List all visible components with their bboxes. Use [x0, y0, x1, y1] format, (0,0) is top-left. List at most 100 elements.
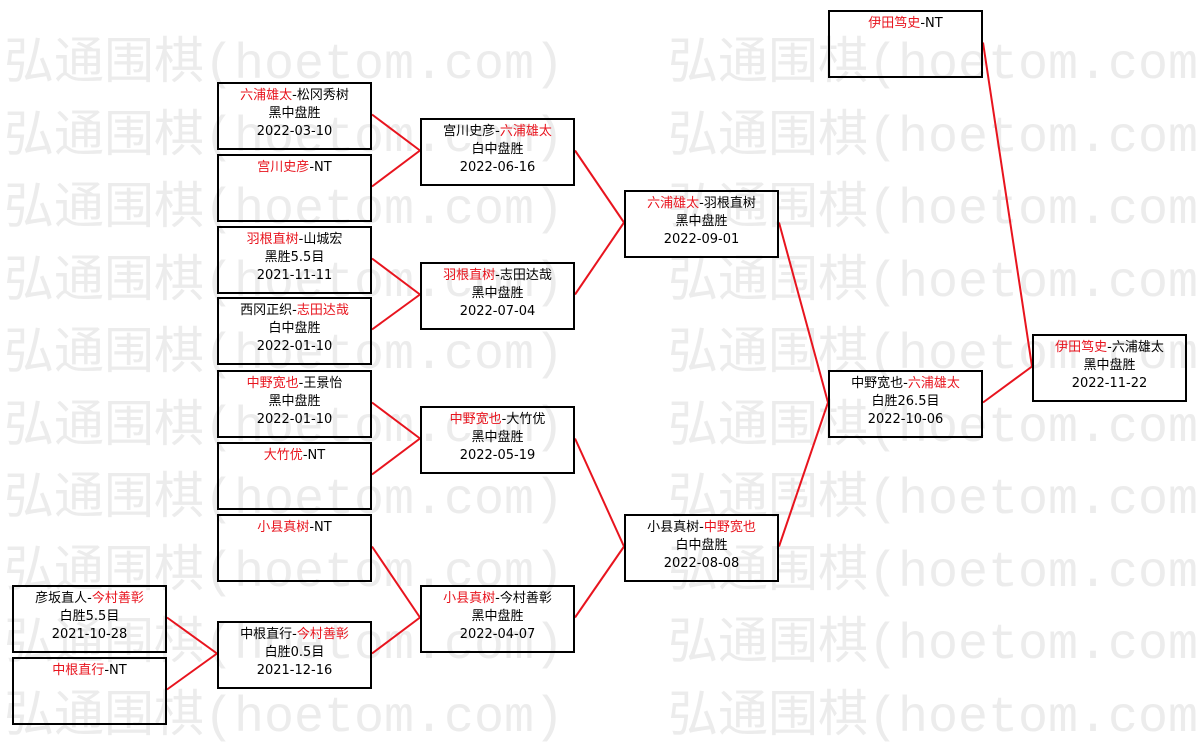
match-result: 白胜5.5目 — [59, 609, 120, 624]
player-1[interactable]: 伊田笃史 — [1055, 340, 1108, 355]
match-box: 小县真树-NT — [217, 514, 372, 582]
separator: - — [903, 376, 908, 391]
bracket-connector — [371, 545, 421, 619]
bracket-connector — [982, 42, 1033, 367]
player-2[interactable]: 松冈秀树 — [296, 88, 349, 103]
player-2[interactable]: NT — [925, 16, 943, 31]
player-2[interactable]: 志田达哉 — [296, 303, 349, 318]
player-2[interactable]: 中野宽也 — [703, 520, 756, 535]
separator: - — [1107, 340, 1112, 355]
match-players: 大竹优-NT — [219, 447, 370, 465]
separator: - — [699, 520, 704, 535]
bracket-connector — [371, 437, 421, 476]
player-1[interactable]: 六浦雄太 — [647, 196, 700, 211]
match-players: 中根直行-今村善彰 — [219, 626, 370, 644]
separator: - — [495, 268, 500, 283]
player-1[interactable]: 彦坂直人 — [35, 591, 88, 606]
match-players: 中野宽也-六浦雄太 — [830, 375, 981, 393]
player-1[interactable]: 六浦雄太 — [240, 88, 293, 103]
match-date: 2022-04-07 — [459, 627, 536, 642]
match-players: 中根直行-NT — [14, 662, 165, 680]
match-result: 白中盘胜 — [675, 538, 728, 553]
player-2[interactable]: 今村善彰 — [91, 591, 144, 606]
match-date: 2022-03-10 — [256, 124, 333, 139]
player-1[interactable]: 小县真树 — [647, 520, 700, 535]
bracket-connector — [166, 652, 218, 691]
separator: - — [298, 376, 304, 391]
match-date: 2022-10-06 — [867, 412, 944, 427]
player-1[interactable]: 中野宽也 — [246, 376, 299, 391]
player-1[interactable]: 大竹优 — [263, 448, 303, 463]
player-2[interactable]: NT — [307, 448, 326, 463]
bracket-connector — [371, 616, 421, 655]
match-date: 2022-06-16 — [459, 160, 536, 175]
player-2[interactable]: 志田达哉 — [499, 268, 552, 283]
match-players: 羽根直树-志田达哉 — [422, 267, 573, 285]
match-result: 黑中盘胜 — [1083, 358, 1136, 373]
player-1[interactable]: 羽根直树 — [246, 232, 299, 247]
match-date: 2021-11-11 — [256, 268, 333, 283]
player-2[interactable]: 大竹优 — [506, 412, 546, 427]
player-2[interactable]: 六浦雄太 — [1111, 340, 1164, 355]
separator: - — [104, 663, 110, 678]
player-1[interactable]: 中野宽也 — [851, 376, 904, 391]
match-date: 2022-07-04 — [459, 304, 536, 319]
bracket-connector — [778, 402, 829, 547]
match-players: 中野宽也-王景怡 — [219, 375, 370, 393]
player-1[interactable]: 宫川史彦 — [257, 160, 310, 175]
player-1[interactable]: 西冈正织 — [240, 303, 293, 318]
bracket-connector — [574, 221, 625, 296]
player-2[interactable]: NT — [109, 663, 127, 678]
player-1[interactable]: 伊田笃史 — [868, 16, 921, 31]
bracket-connector — [574, 545, 625, 619]
match-result: 黑中盘胜 — [471, 286, 524, 301]
match-box: 中根直行-NT — [12, 657, 167, 725]
player-1[interactable]: 小县真树 — [443, 591, 496, 606]
bracket-connector — [371, 401, 421, 440]
match-box: 小县真树-中野宽也白中盘胜 2022-08-08 — [624, 514, 779, 582]
match-result: 黑中盘胜 — [268, 106, 321, 121]
separator: - — [920, 16, 926, 31]
bracket-connector — [982, 365, 1033, 404]
match-date: 2022-01-10 — [256, 412, 333, 427]
match-players: 宫川史彦-NT — [219, 159, 370, 177]
bracket-connector — [371, 257, 421, 296]
player-1[interactable]: 中野宽也 — [449, 412, 502, 427]
match-date: 2022-08-08 — [663, 556, 740, 571]
player-2[interactable]: 六浦雄太 — [499, 124, 552, 139]
match-result: 白胜0.5目 — [264, 645, 325, 660]
match-players: 西冈正织-志田达哉 — [219, 302, 370, 320]
separator: - — [309, 160, 315, 175]
player-2[interactable]: NT — [314, 520, 332, 535]
separator: - — [495, 591, 500, 606]
player-2[interactable]: 羽根直树 — [703, 196, 756, 211]
match-players: 伊田笃史-六浦雄太 — [1034, 339, 1185, 357]
player-1[interactable]: 宫川史彦 — [443, 124, 496, 139]
match-players: 六浦雄太-羽根直树 — [626, 195, 777, 213]
player-1[interactable]: 小县真树 — [257, 520, 310, 535]
bracket-connector — [371, 149, 421, 188]
separator: - — [699, 196, 704, 211]
match-players: 彦坂直人-今村善彰 — [14, 590, 165, 608]
match-result: 黑中盘胜 — [268, 394, 321, 409]
player-2[interactable]: 六浦雄太 — [907, 376, 960, 391]
player-1[interactable]: 中根直行 — [52, 663, 105, 678]
player-2[interactable]: 王景怡 — [303, 376, 343, 391]
player-1[interactable]: 羽根直树 — [443, 268, 496, 283]
player-2[interactable]: 山城宏 — [303, 232, 343, 247]
player-2[interactable]: NT — [314, 160, 332, 175]
player-2[interactable]: 今村善彰 — [296, 627, 349, 642]
match-date: 2021-12-16 — [256, 663, 333, 678]
bracket-connector — [371, 293, 421, 331]
player-1[interactable]: 中根直行 — [240, 627, 293, 642]
bracket-connector — [574, 149, 625, 224]
match-result: 黑胜5.5目 — [264, 250, 325, 265]
player-2[interactable]: 今村善彰 — [499, 591, 552, 606]
